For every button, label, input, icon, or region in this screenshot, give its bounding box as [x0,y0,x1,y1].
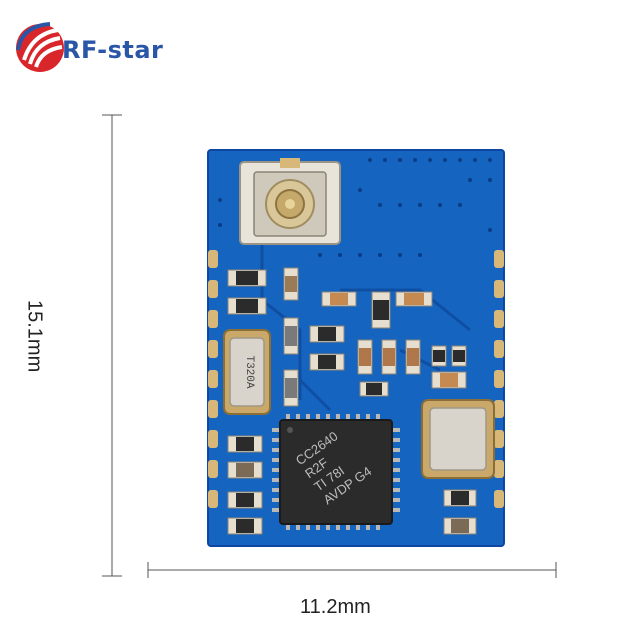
brand-name: RF-star [62,36,164,64]
antenna-connector [239,158,341,245]
brand-logo-mark [16,22,64,72]
width-dimension-label: 11.2mm [300,596,371,618]
crystal-marking: T320A [243,355,255,388]
width-dimension-line [147,562,557,578]
left-edge-pads [208,250,218,508]
crystal-oscillator-left: T320A [223,329,271,415]
vias [218,158,492,257]
brand-logo [14,20,214,80]
right-edge-pads [494,250,504,508]
height-dimension-label: 15.1mm [23,300,46,373]
crystal-oscillator-right [421,399,495,479]
height-dimension-line [102,114,122,577]
passive-components [227,267,477,535]
cc2640-chip: CC2640 R2F TI 78I AVDP G4 [272,414,400,530]
